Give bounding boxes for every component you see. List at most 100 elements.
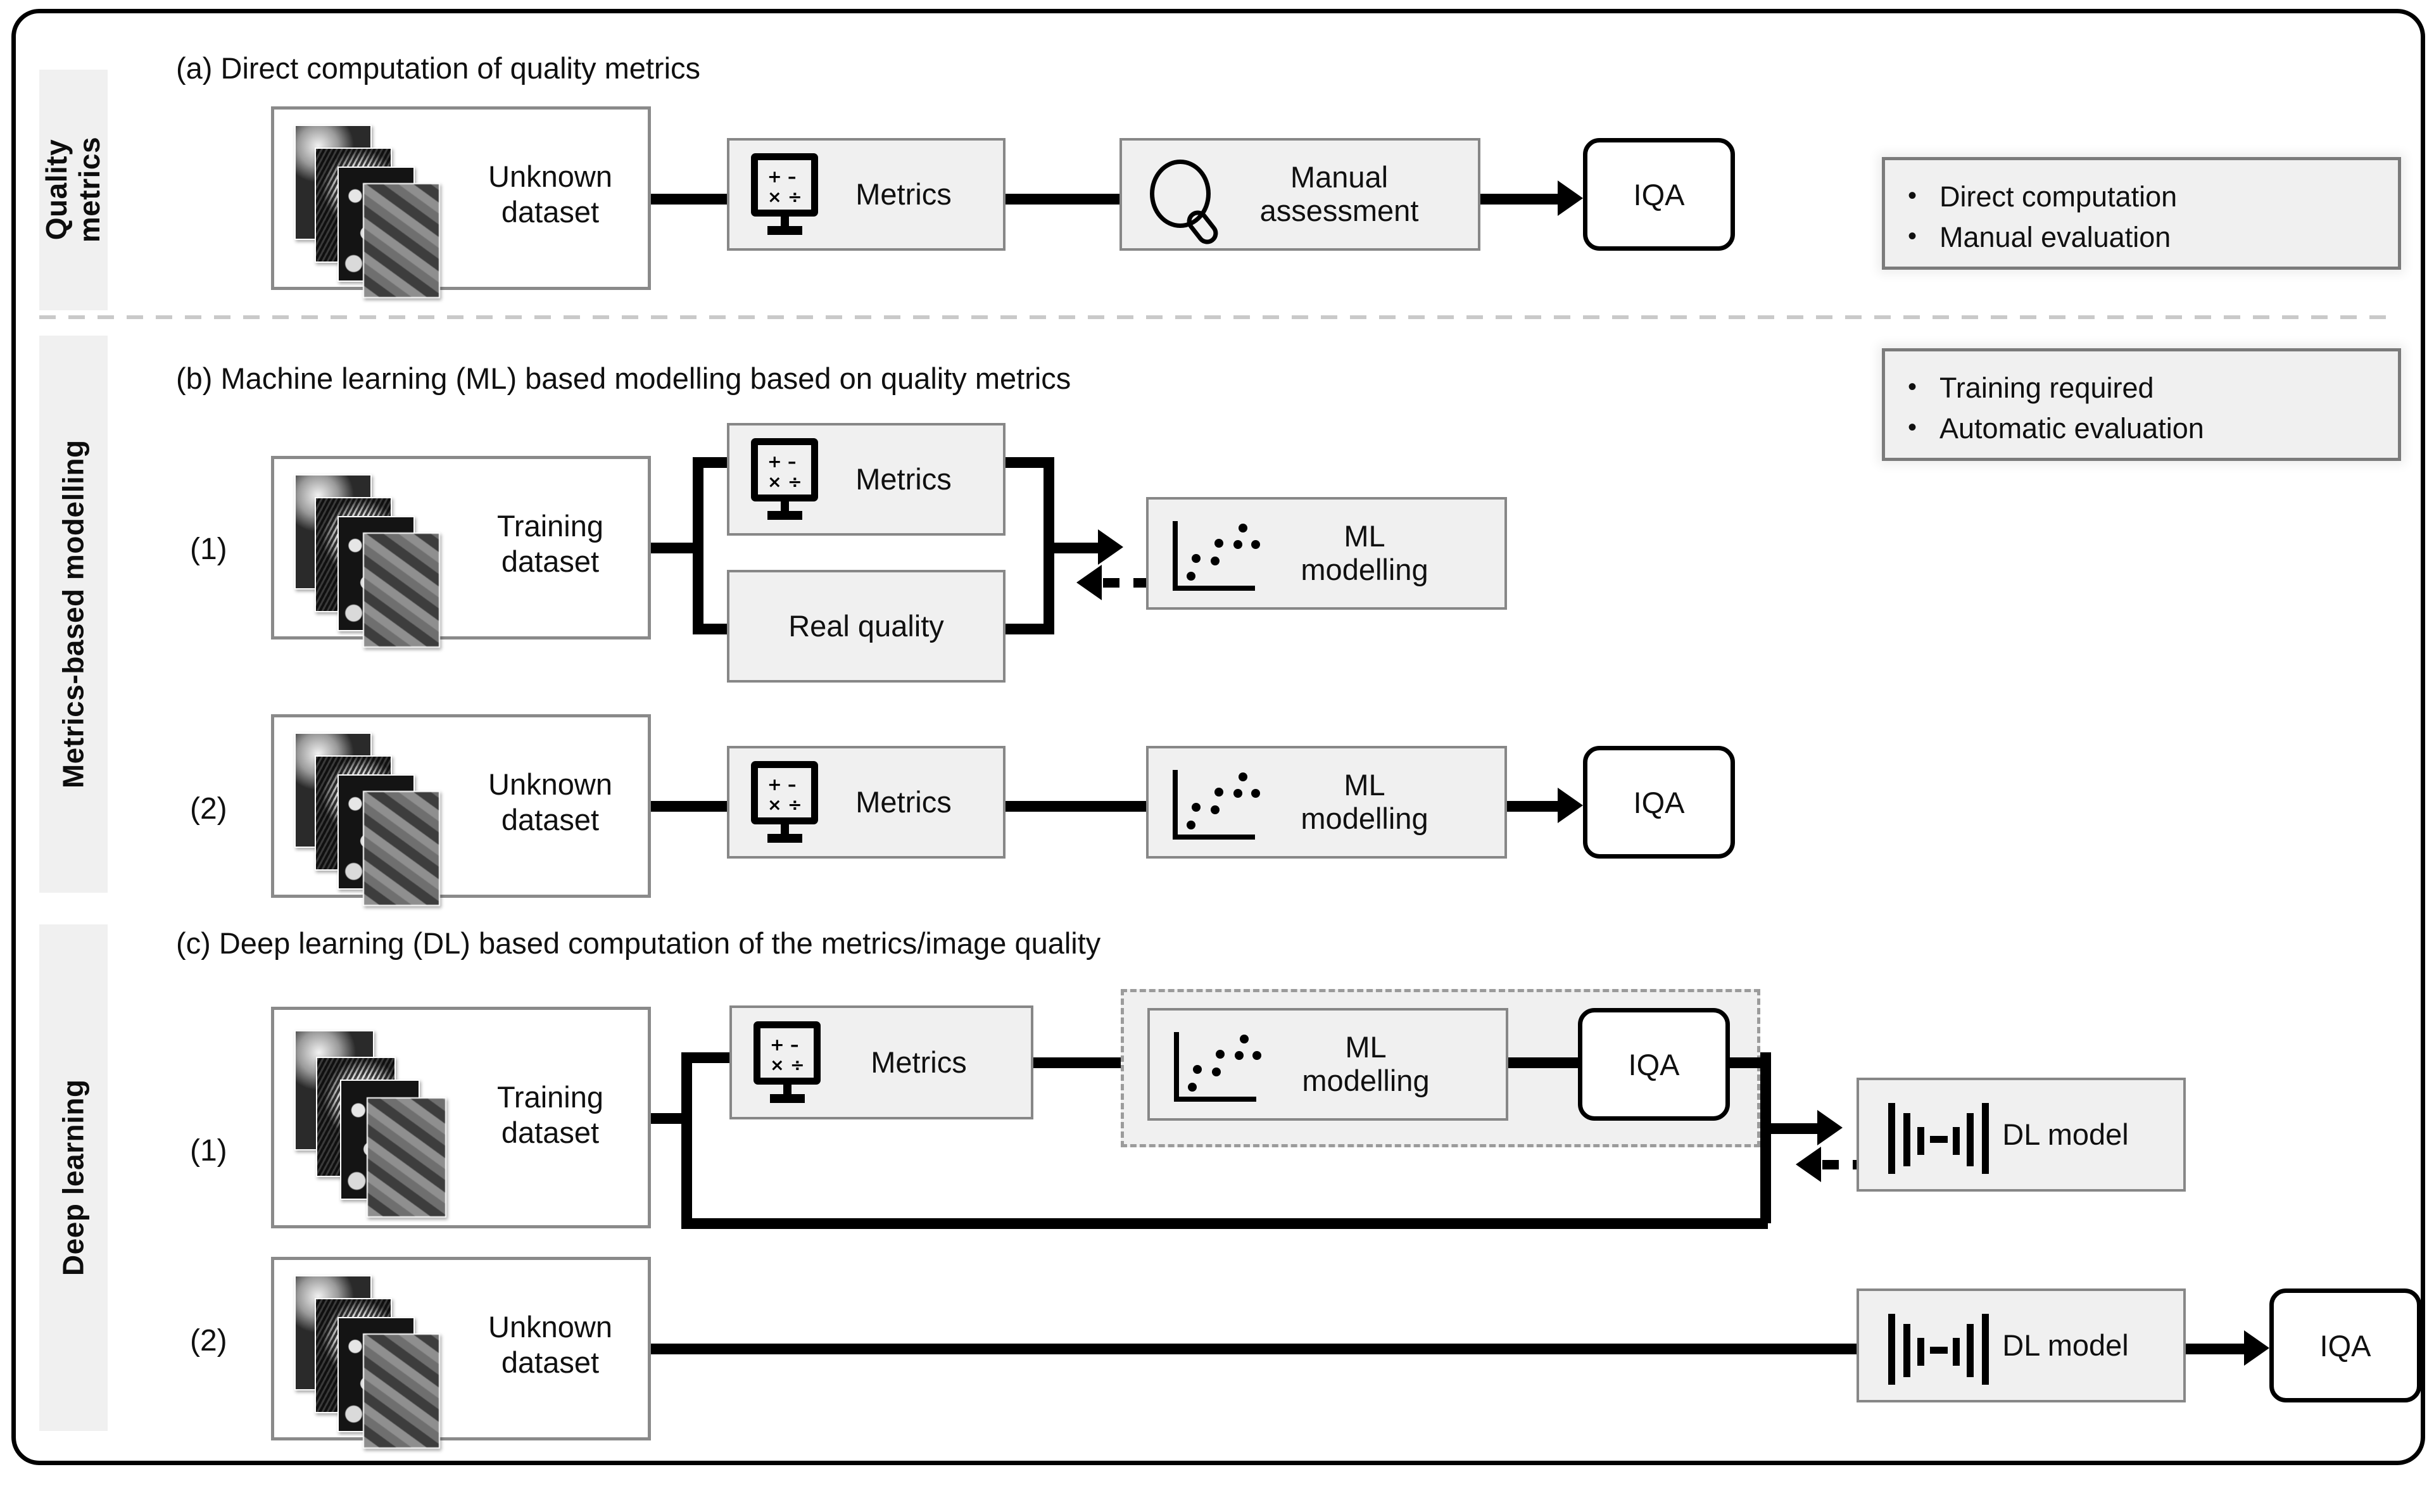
connector-b2-dataset-metrics: [651, 801, 727, 812]
dataset-label-c2: Unknown dataset: [488, 1310, 612, 1380]
process-box-a-metrics: + – × ÷ Metrics: [727, 138, 1006, 251]
arrowhead-b2-iqa: [1558, 788, 1583, 823]
legend-item: • Training required: [1885, 370, 2398, 406]
image-stack-icon: [294, 1026, 478, 1218]
connector-a-metrics-manual: [1006, 194, 1119, 205]
connector-b1-dataset-stub: [651, 543, 700, 553]
connector-c1-metrics-ml: [1033, 1057, 1147, 1068]
process-box-b1-metrics: + – × ÷ Metrics: [727, 423, 1006, 536]
legend-item: • Direct computation: [1885, 179, 2398, 215]
connector-b2-ml-iqa: [1507, 801, 1558, 812]
iqa-box-b2: IQA: [1583, 746, 1735, 859]
process-label-b1-metrics: Metrics: [855, 462, 952, 496]
arrowhead-c1-feedback: [1796, 1147, 1821, 1182]
connector-b1-merge-to-ml: [1044, 543, 1098, 553]
connector-c1-split-vertical: [681, 1052, 692, 1226]
process-box-b2-ml-modelling: ML modelling: [1146, 746, 1507, 859]
category-label-metrics-based-modelling: Metrics-based modelling: [56, 439, 90, 789]
connector-c1-dataset-stub: [651, 1113, 690, 1124]
bullet-icon: •: [1907, 182, 1917, 210]
process-label-a-manual-assessment: Manual assessment: [1259, 160, 1419, 227]
arrowhead-b1-feedback: [1076, 565, 1102, 600]
image-stack-icon: [294, 729, 478, 906]
dataset-box-b1-training: Training dataset: [271, 456, 651, 648]
neural-bars-icon: [1888, 1314, 1989, 1385]
scatter-plot-icon: [1173, 521, 1268, 591]
row-index-b2: (2): [190, 792, 227, 826]
process-box-c1-metrics: + – × ÷ Metrics: [729, 1005, 1033, 1119]
connector-c1-vertical-bus: [1760, 1052, 1771, 1223]
iqa-box-a: IQA: [1583, 138, 1735, 251]
process-box-b1-ml-modelling: ML modelling: [1146, 497, 1507, 610]
process-label-b1-real-quality: Real quality: [788, 608, 944, 643]
image-stack-icon: [294, 121, 478, 298]
legend-item: • Manual evaluation: [1885, 220, 2398, 255]
feedback-dashline-b1: [1103, 578, 1157, 588]
section-separator: [39, 315, 2388, 319]
dataset-label-a: Unknown dataset: [488, 160, 612, 229]
metrics-monitor-icon: + – × ÷: [751, 438, 827, 520]
iqa-box-c2: IQA: [2269, 1288, 2421, 1402]
dataset-label-b1: Training dataset: [496, 509, 604, 579]
dataset-label-c1: Training dataset: [496, 1080, 604, 1150]
image-stack-icon: [294, 1271, 478, 1449]
arrowhead-c2-iqa: [2244, 1330, 2269, 1366]
dataset-box-a-unknown: Unknown dataset: [271, 106, 651, 298]
scatter-plot-icon: [1174, 1032, 1269, 1102]
neural-bars-icon: [1888, 1103, 1989, 1174]
arrowhead-a-iqa: [1558, 180, 1583, 216]
bullet-icon: •: [1907, 222, 1917, 251]
process-box-b2-metrics: + – × ÷ Metrics: [727, 746, 1006, 859]
section-title-c: (c) Deep learning (DL) based computation…: [176, 926, 1101, 960]
section-title-b: (b) Machine learning (ML) based modellin…: [176, 362, 1071, 395]
dataset-box-b2-unknown: Unknown dataset: [271, 714, 651, 906]
magnifier-icon: [1150, 160, 1232, 249]
process-label-c1-dl-model: DL model: [2002, 1117, 2129, 1151]
process-label-c1-ml-modelling: ML modelling: [1302, 1030, 1430, 1097]
connector-b1-bracket-bottom: [693, 624, 731, 634]
process-box-b1-real-quality: Real quality: [727, 570, 1006, 683]
connector-b1-metrics-out: [1006, 457, 1051, 468]
process-box-a-manual-assessment: Manual assessment: [1119, 138, 1480, 251]
connector-a-manual-iqa: [1480, 194, 1558, 205]
dataset-box-c1-training: Training dataset: [271, 1007, 651, 1228]
category-strip-deep-learning: Deep learning: [39, 924, 108, 1431]
connector-c1-bottom-bus: [681, 1218, 1768, 1229]
metrics-monitor-icon: + – × ÷: [751, 153, 827, 236]
connector-c2-dl-iqa: [2186, 1344, 2244, 1354]
process-box-c1-ml-modelling: ML modelling: [1147, 1008, 1508, 1121]
legend-item-label: Manual evaluation: [1939, 221, 2171, 254]
arrowhead-b1-to-ml: [1098, 529, 1123, 565]
metrics-monitor-icon: + – × ÷: [751, 761, 827, 843]
connector-c2-dataset-dl: [651, 1344, 1857, 1354]
iqa-box-c1: IQA: [1578, 1008, 1730, 1121]
connector-b1-bracket-vertical: [693, 457, 703, 634]
category-label-deep-learning: Deep learning: [56, 1079, 90, 1276]
connector-a-dataset-metrics: [651, 194, 727, 205]
connector-b1-realquality-out: [1006, 624, 1051, 634]
arrowhead-c1-to-dl: [1817, 1110, 1843, 1145]
row-index-c1: (1): [190, 1134, 227, 1168]
bullet-icon: •: [1907, 373, 1917, 401]
row-index-b1: (1): [190, 532, 227, 566]
process-box-c1-dl-model: DL model: [1857, 1078, 2186, 1192]
row-index-c2: (2): [190, 1324, 227, 1358]
process-label-b2-ml-modelling: ML modelling: [1301, 768, 1428, 835]
connector-c1-ml-iqa: [1508, 1057, 1578, 1068]
category-strip-metrics-based-modelling: Metrics-based modelling: [39, 336, 108, 893]
legend-item-label: Direct computation: [1939, 180, 2178, 213]
connector-b2-metrics-ml: [1006, 801, 1146, 812]
legend-item-label: Training required: [1939, 372, 2154, 404]
legend-ml-dl: • Training required • Automatic evaluati…: [1882, 348, 2401, 461]
connector-c1-iqa-out: [1730, 1057, 1769, 1068]
legend-item: • Automatic evaluation: [1885, 411, 2398, 446]
connector-c1-split-top: [681, 1052, 729, 1063]
dataset-box-c2-unknown: Unknown dataset: [271, 1257, 651, 1449]
process-label-b1-ml-modelling: ML modelling: [1301, 519, 1428, 586]
image-stack-icon: [294, 470, 478, 648]
bullet-icon: •: [1907, 413, 1917, 442]
process-label-c2-dl-model: DL model: [2002, 1328, 2129, 1362]
